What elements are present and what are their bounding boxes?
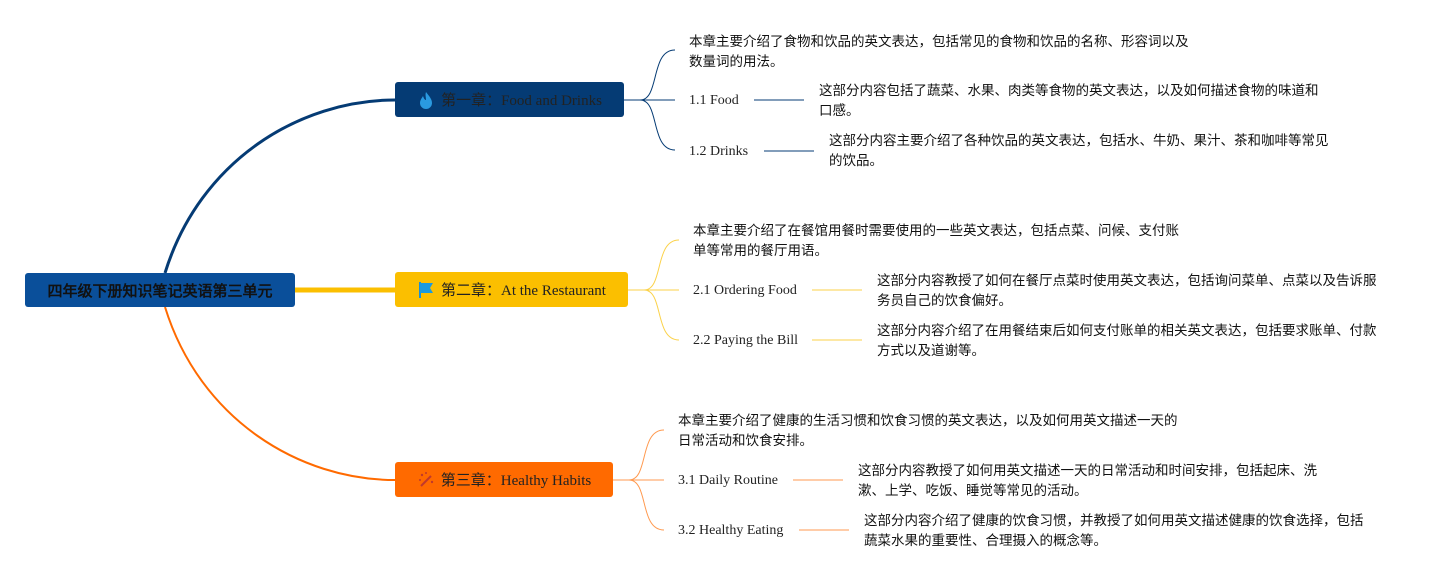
section-1-2[interactable]: 1.2 Drinks (689, 144, 749, 159)
section-1-2-desc: 这部分内容主要介绍了各种饮品的英文表达，包括水、牛奶、果汁、茶和咖啡等常见的饮品… (829, 133, 1329, 169)
section-2-2[interactable]: 2.2 Paying the Bill (693, 333, 798, 348)
chapter-3-node[interactable]: 第三章：Healthy Habits (395, 462, 613, 497)
root-node[interactable]: 四年级下册知识笔记英语第三单元 (25, 273, 295, 307)
section-2-1[interactable]: 2.1 Ordering Food (693, 283, 797, 298)
chapter-1-node[interactable]: 第一章：Food and Drinks (395, 82, 624, 117)
magic-wand-icon (418, 471, 433, 487)
section-1-1-desc: 这部分内容包括了蔬菜、水果、肉类等食物的英文表达，以及如何描述食物的味道和口感。 (819, 83, 1319, 119)
section-2-1-desc: 这部分内容教授了如何在餐厅点菜时使用英文表达，包括询问菜单、点菜以及告诉服务员自… (877, 273, 1377, 309)
chapter-1-title: 第一章：Food and Drinks (441, 93, 602, 109)
chapter-2-node[interactable]: 第二章：At the Restaurant (395, 272, 628, 307)
root-title: 四年级下册知识笔记英语第三单元 (47, 281, 273, 300)
section-3-1[interactable]: 3.1 Daily Routine (678, 473, 778, 488)
section-2-2-desc: 这部分内容介绍了在用餐结束后如何支付账单的相关英文表达，包括要求账单、付款方式以… (877, 323, 1377, 359)
chapter-2-summary: 本章主要介绍了在餐馆用餐时需要使用的一些英文表达，包括点菜、问候、支付账单等常用… (693, 223, 1179, 259)
section-3-2-desc: 这部分内容介绍了健康的饮食习惯，并教授了如何用英文描述健康的饮食选择，包括蔬菜水… (864, 513, 1364, 549)
fire-icon (420, 91, 433, 109)
chapter-1-summary: 本章主要介绍了食物和饮品的英文表达，包括常见的食物和饮品的名称、形容词以及数量词… (689, 34, 1189, 70)
section-3-2[interactable]: 3.2 Healthy Eating (678, 523, 784, 538)
section-3-1-desc: 这部分内容教授了如何用英文描述一天的日常活动和时间安排，包括起床、洗漱、上学、吃… (858, 463, 1317, 499)
flag-icon (419, 281, 433, 298)
chapter-2-title: 第二章：At the Restaurant (441, 283, 606, 299)
chapter-3-summary: 本章主要介绍了健康的生活习惯和饮食习惯的英文表达，以及如何用英文描述一天的日常活… (678, 413, 1178, 449)
section-1-1[interactable]: 1.1 Food (689, 93, 739, 108)
chapter-3-title: 第三章：Healthy Habits (440, 473, 592, 489)
